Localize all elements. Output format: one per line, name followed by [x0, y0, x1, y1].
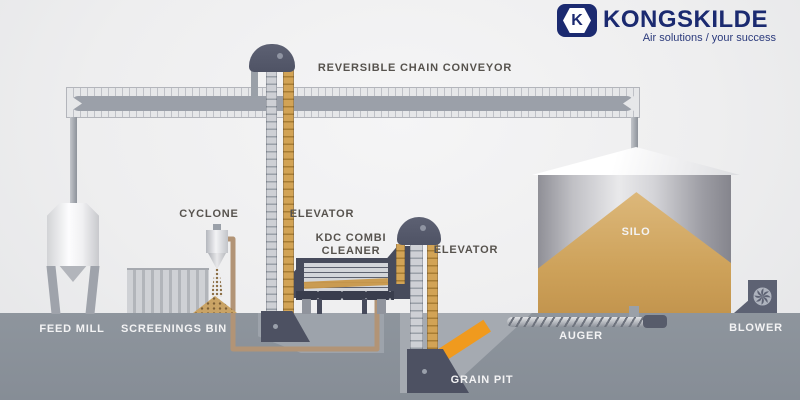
logo-k-letter: K [571, 11, 583, 29]
blower-fan-icon [753, 287, 772, 306]
feed-mill-fill-pipe [70, 117, 77, 205]
cleaner-leg [362, 299, 367, 314]
elevator-head-axle [420, 225, 426, 231]
auger-screw [507, 317, 647, 327]
cleaner-leg [317, 299, 322, 314]
elevator-head [397, 217, 441, 245]
label-cyclone: CYCLONE [179, 208, 239, 220]
cleaner-base-rail [296, 291, 394, 300]
auger-motor [643, 315, 667, 328]
elevator-boot-axle [273, 324, 278, 329]
kongskilde-logo-icon: K [557, 4, 597, 37]
label-feed-mill: FEED MILL [39, 323, 105, 335]
label-kdc-line2: CLEANER [321, 245, 381, 257]
grain-pit-hopper-axle [422, 369, 427, 374]
label-grain-pit: GRAIN PIT [450, 374, 514, 386]
elevator-leg-up [266, 70, 277, 335]
logo-k-hexagon: K [563, 8, 591, 33]
cleaner-leg [377, 299, 386, 314]
brand-name: KONGSKILDE [603, 6, 769, 33]
cyclone-body [206, 230, 228, 253]
label-auger: AUGER [559, 330, 603, 342]
label-elevator-right: ELEVATOR [433, 244, 499, 256]
silo-outlet [629, 306, 639, 317]
screenings-bin [127, 268, 209, 313]
label-kdc-combi-cleaner: KDC COMBI CLEANER [316, 232, 387, 258]
label-reversible-chain-conveyor: REVERSIBLE CHAIN CONVEYOR [317, 62, 513, 74]
elevator-head-axle [277, 53, 283, 59]
elevator-discharge-spout [251, 70, 258, 98]
label-blower: BLOWER [729, 322, 783, 334]
brand-tagline: Air solutions / your success [642, 32, 776, 44]
elevator-leg-down [283, 70, 294, 335]
cyclone-outlet [213, 224, 221, 231]
label-kdc-line1: KDC COMBI [315, 232, 387, 244]
feed-mill-tank [47, 203, 99, 266]
silo-fill-pipe [631, 117, 638, 157]
label-screenings-bin: SCREENINGS BIN [121, 323, 227, 335]
elevator-leg-down [427, 244, 438, 354]
elevator-head [249, 44, 295, 72]
label-elevator-left: ELEVATOR [289, 208, 355, 220]
elevator-leg-feed [396, 244, 405, 284]
conveyor-chain [71, 96, 634, 111]
cleaner-leg [302, 299, 311, 314]
label-silo: SILO [621, 226, 651, 238]
elevator-leg-up [410, 244, 423, 354]
